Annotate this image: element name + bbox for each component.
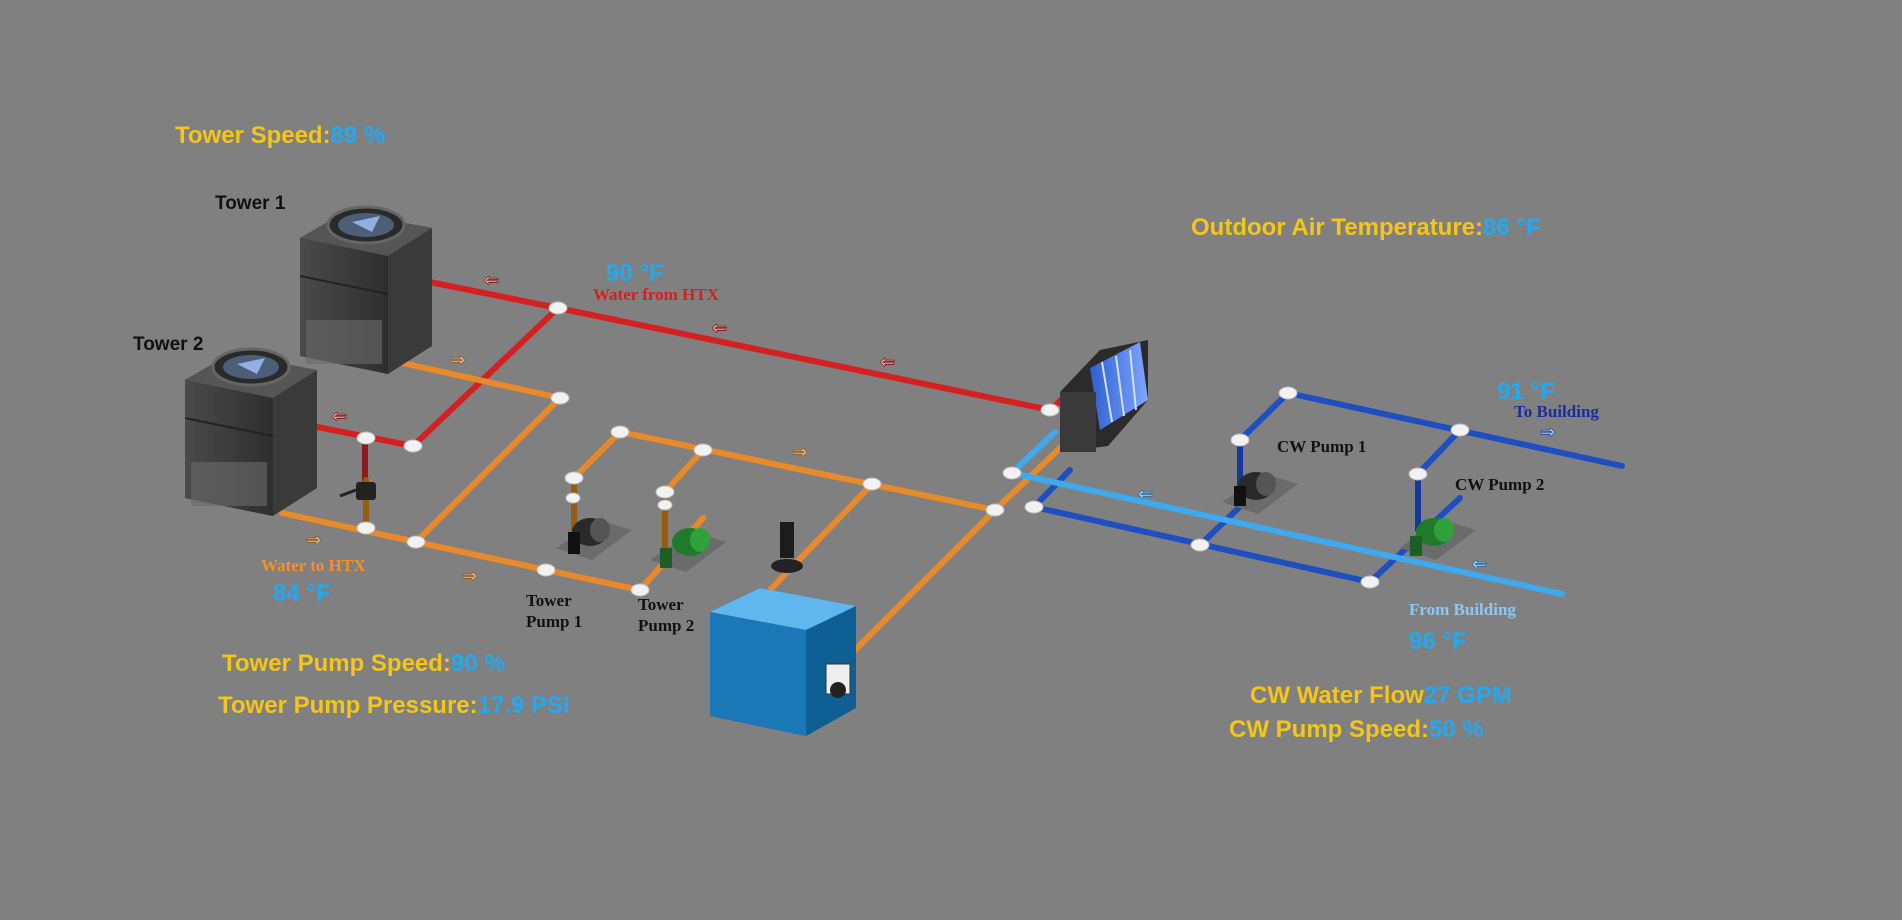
tower-pump-speed-readout: Tower Pump Speed:90 % [222,650,506,678]
tower-pump-2-unit[interactable] [650,528,726,572]
tower-pump-pressure-value: 17.9 PSI [477,692,570,719]
standpipe-pump-icon [771,522,803,573]
tower-pump-1-unit[interactable] [556,518,632,560]
tower-pump-speed-label: Tower Pump Speed: [222,650,451,677]
arrow-right-icon: ⇒ [1540,422,1555,443]
from-building-temp: 96 °F [1409,628,1467,655]
cw-pump-1-unit[interactable] [1222,472,1298,514]
to-building-temp: 91 °F [1497,378,1555,405]
cw-pump-2-label: CW Pump 2 [1455,475,1545,494]
arrow-left-icon: ⇐ [1138,484,1153,505]
tower-pump-1-label-line2: Pump 1 [526,612,583,631]
cw-pump-speed-readout: CW Pump Speed:50 % [1229,716,1484,744]
cw-pump-speed-label: CW Pump Speed: [1229,716,1430,743]
water-to-htx-temp: 84 °F [273,580,331,607]
tower-1-unit[interactable] [299,205,432,374]
tower-1-label: Tower 1 [215,193,286,214]
arrow-right-icon: ⇒ [450,350,465,371]
flow-arrows: ⇐ ⇐ ⇐ ⇐ ⇒ ⇒ ⇒ ⇒ ⇐ ⇐ ⇒ [306,270,1556,588]
tower-pump-2-label-line2: Pump 2 [638,616,695,635]
cw-pump-1-label: CW Pump 1 [1277,437,1367,456]
outdoor-air-temp-value: 86 °F [1483,214,1541,241]
from-building-label: From Building [1409,600,1516,619]
tower-pump-pressure-label: Tower Pump Pressure: [218,692,478,719]
outdoor-air-temp-readout: Outdoor Air Temperature:86 °F [1191,214,1541,242]
tower-pump-speed-value: 90 % [450,650,506,677]
arrow-left-icon: ⇐ [1472,554,1487,575]
cw-water-flow-value: 27 GPM [1423,682,1512,709]
cw-pump-2-unit[interactable] [1400,518,1476,560]
tower-pump-pressure-readout: Tower Pump Pressure:17.9 PSI [218,692,570,720]
tower-pump-1-label: Tower Pump 1 [526,590,582,632]
heat-exchanger-unit[interactable] [1060,340,1148,452]
expansion-tank-unit[interactable] [710,588,856,736]
arrow-left-icon: ⇐ [880,352,895,373]
tower-valve-icon[interactable] [339,482,376,500]
cw-pump-speed-value: 50 % [1429,716,1484,743]
to-building-label: To Building [1514,402,1599,421]
arrow-left-icon: ⇐ [484,270,499,291]
tower-speed-label: Tower Speed: [175,122,331,149]
tower-speed-readout: Tower Speed:89 % [175,122,385,150]
tower-2-unit[interactable] [184,347,317,516]
arrow-left-icon: ⇐ [712,318,727,339]
arrow-right-icon: ⇒ [462,566,477,587]
cw-water-flow-readout: CW Water Flow27 GPM [1250,682,1512,710]
building-return-pipes [1009,429,1565,597]
tower-speed-value: 89 % [330,122,386,149]
water-from-htx-temp: 90 °F [606,260,664,287]
tower-pump-1-label-line1: Tower [526,591,572,610]
tower-pump-2-label-line1: Tower [638,595,684,614]
tower-2-label: Tower 2 [133,334,204,355]
arrow-left-icon: ⇐ [332,406,347,427]
arrow-right-icon: ⇒ [306,530,321,551]
tower-pump-2-label: Tower Pump 2 [638,594,694,636]
cw-water-flow-label: CW Water Flow [1250,682,1424,709]
arrow-right-icon: ⇒ [792,442,807,463]
water-to-htx-label: Water to HTX [261,556,366,575]
pipe-fittings [356,301,1470,597]
outdoor-air-temp-label: Outdoor Air Temperature: [1191,214,1484,241]
water-from-htx-label: Water from HTX [593,285,719,304]
